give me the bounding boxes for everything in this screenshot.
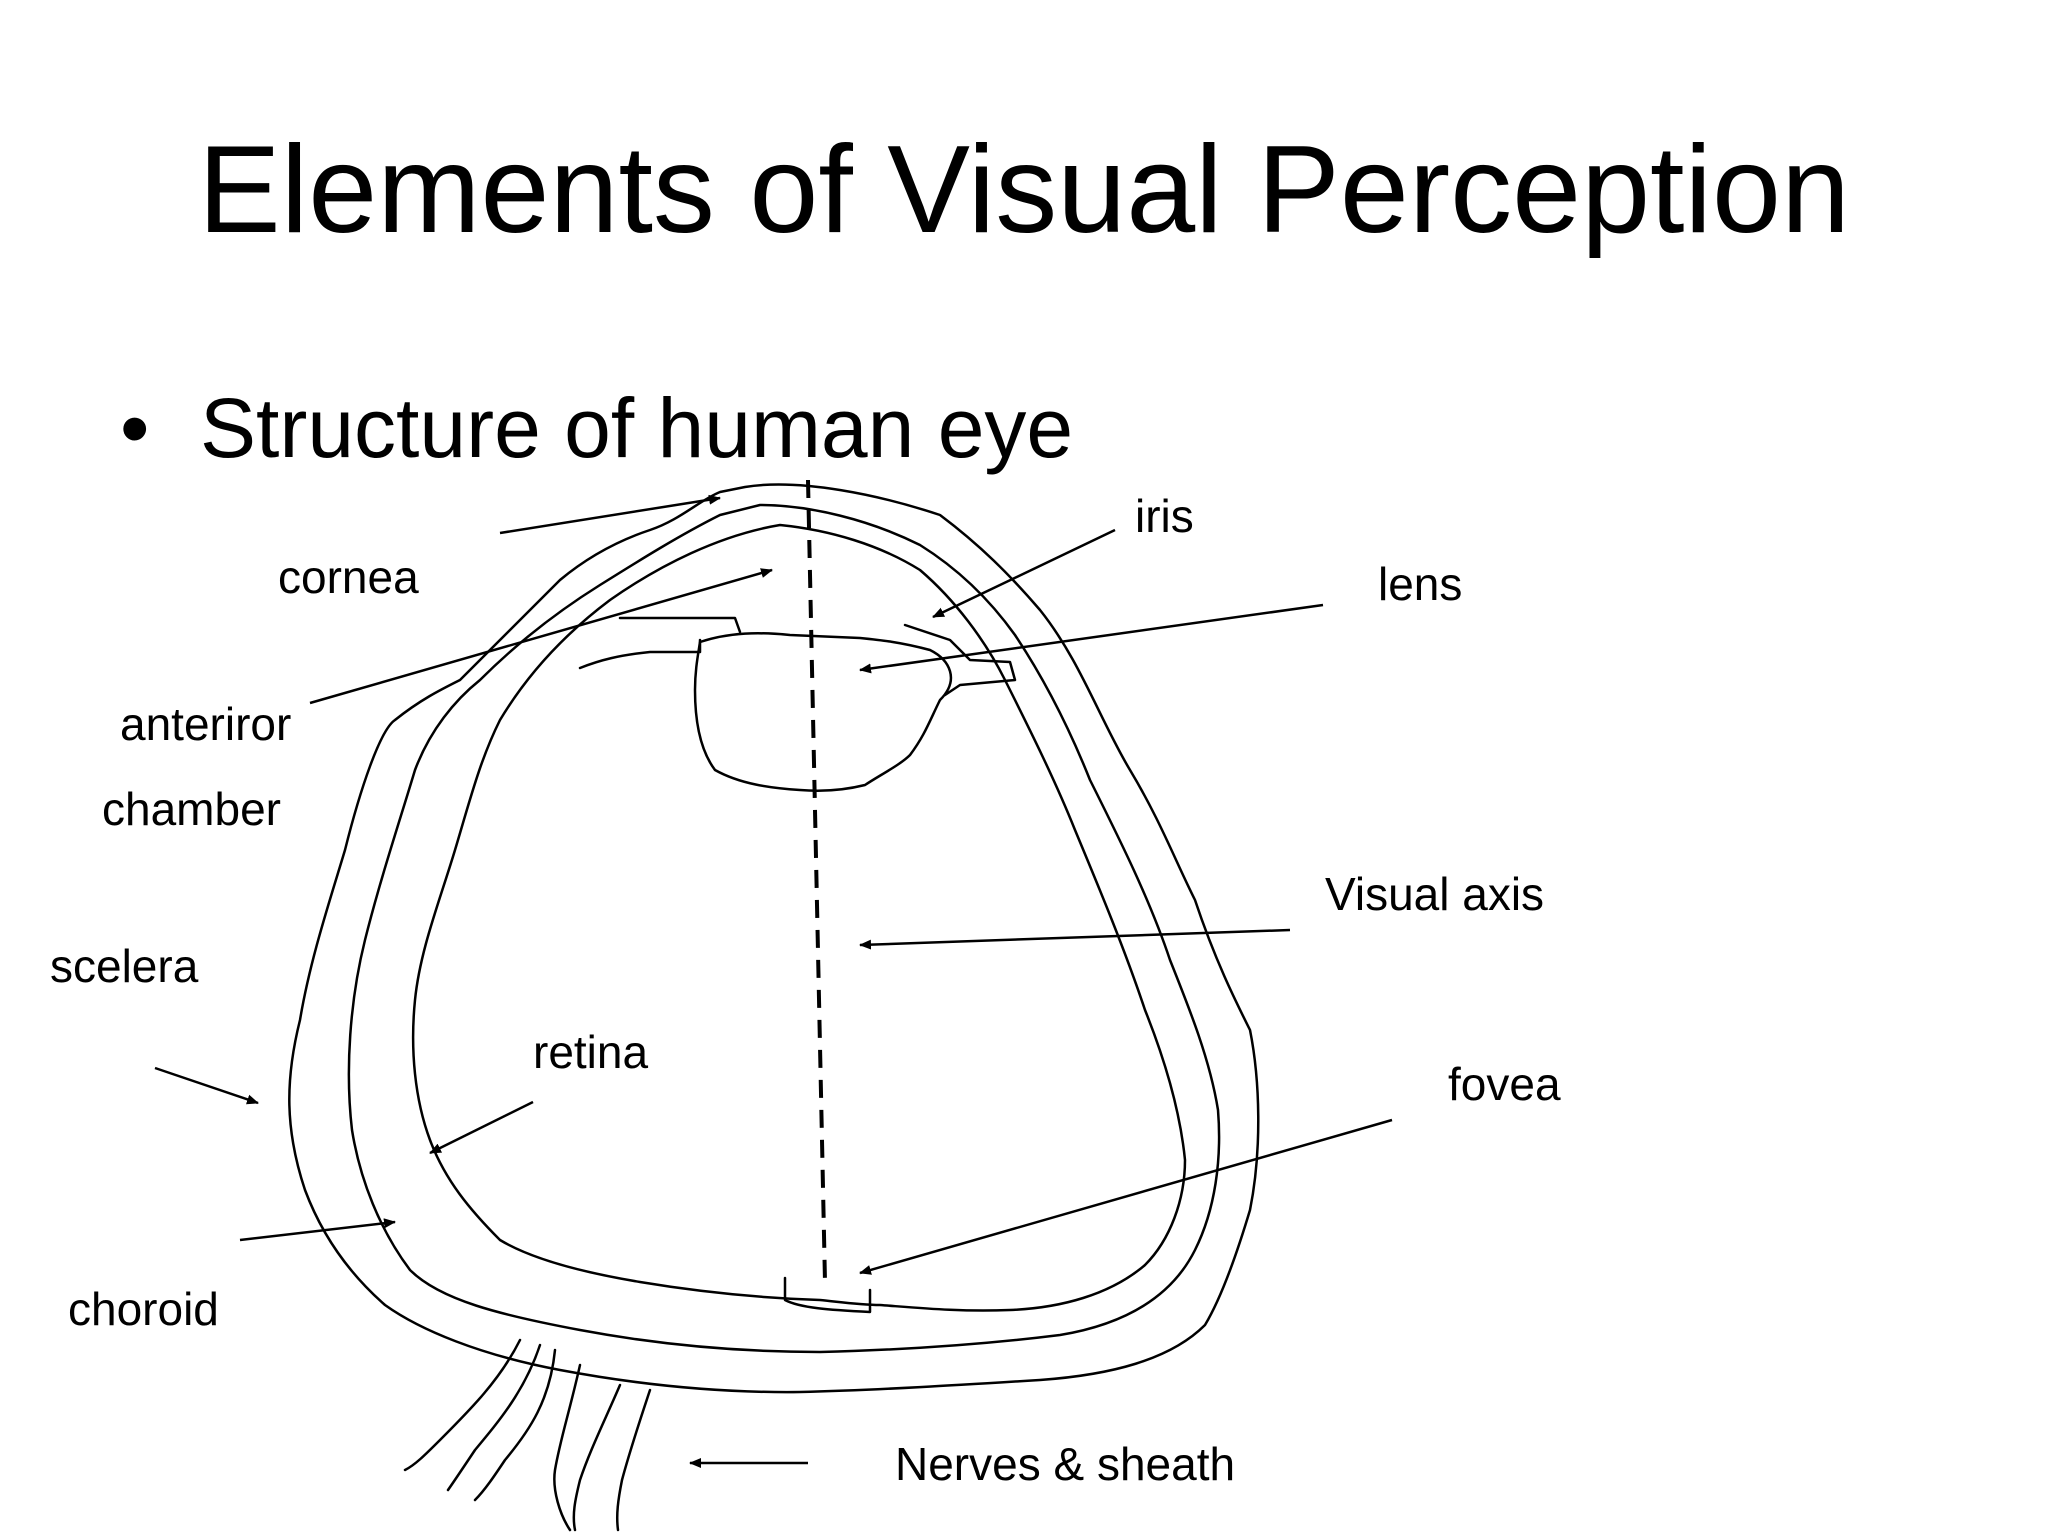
choroid-arrow — [239, 1218, 396, 1242]
label-retina: retina — [533, 1026, 648, 1078]
bullet-marker: • — [120, 381, 150, 475]
cornea-arrow — [499, 494, 721, 535]
retina-arrow — [429, 1100, 534, 1155]
choroid-outline — [347, 503, 1221, 1354]
label-chamber: chamber — [102, 783, 281, 835]
label-fovea: fovea — [1448, 1058, 1561, 1110]
iris-shape — [578, 616, 1017, 697]
lens-shape — [693, 632, 952, 793]
iris-arrow — [932, 528, 1116, 619]
lens-arrow — [859, 603, 1324, 674]
label-cornea: cornea — [278, 551, 419, 603]
anterior-chamber-arrow — [309, 568, 773, 705]
fovea-arrow — [859, 1118, 1393, 1275]
label-nerves: Nerves & sheath — [895, 1438, 1235, 1490]
bullet-item: • Structure of human eye — [120, 378, 1073, 478]
optic-nerve — [403, 1338, 652, 1532]
visual-axis-line — [806, 479, 827, 1283]
label-iris: iris — [1135, 490, 1194, 542]
sclera-outline — [288, 483, 1260, 1394]
slide-title: Elements of Visual Perception — [198, 121, 1850, 259]
label-anterior: anteriror — [120, 698, 291, 750]
label-lens: lens — [1378, 558, 1462, 610]
visual-axis-arrow — [859, 928, 1291, 950]
retina-outline — [411, 523, 1187, 1312]
fovea-notch — [783, 1276, 872, 1314]
label-visual-axis: Visual axis — [1325, 868, 1544, 920]
bullet-text: Structure of human eye — [200, 381, 1074, 475]
label-scelera: scelera — [50, 940, 199, 992]
label-choroid: choroid — [68, 1283, 219, 1335]
scelera-arrow — [154, 1066, 259, 1105]
